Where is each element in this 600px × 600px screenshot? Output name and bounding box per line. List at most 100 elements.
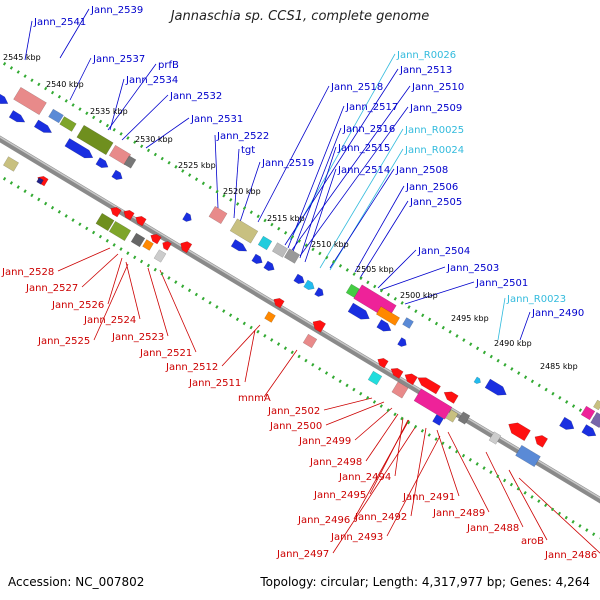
forward-gene-glyph (8, 110, 26, 123)
forward-leader-line (233, 148, 240, 219)
reverse-leader-line (93, 263, 129, 341)
reverse-gene-glyph (488, 431, 502, 445)
kbp-tick-label: 2490 kbp (494, 339, 532, 348)
reverse-gene-label: Jann_2499 (298, 436, 351, 447)
reverse-gene-glyph (534, 435, 549, 448)
forward-gene-glyph (64, 138, 94, 159)
forward-gene-label: Jann_2519 (261, 158, 314, 169)
reverse-gene-label: Jann_2512 (165, 362, 218, 373)
reverse-leader-line (394, 417, 404, 477)
forward-gene-glyph (48, 108, 64, 124)
forward-gene-label: Jann_2532 (169, 91, 222, 102)
forward-leader-line (107, 63, 157, 131)
forward-gene-glyph (314, 287, 324, 297)
forward-gene-glyph (0, 93, 9, 105)
forward-gene-glyph (484, 378, 507, 396)
reverse-leader-line (518, 477, 600, 554)
kbp-tick-label: 2535 kbp (90, 107, 128, 116)
reverse-gene-glyph (180, 241, 193, 254)
reverse-leader-line (159, 269, 197, 353)
forward-gene-glyph (559, 416, 575, 430)
forward-leader-line (377, 249, 417, 289)
reverse-leader-line (125, 261, 141, 320)
reverse-outer-rail (0, 174, 600, 540)
reverse-gene-glyph (153, 249, 167, 263)
forward-leader-line (304, 168, 337, 263)
forward-gene-glyph (303, 279, 315, 290)
forward-leader-line (214, 134, 219, 209)
forward-gene-label: Jann_2515 (337, 143, 390, 154)
reverse-gene-glyph (130, 232, 146, 248)
forward-gene-label: Jann_2506 (405, 182, 458, 193)
reverse-gene-glyph (457, 411, 471, 425)
reverse-gene-glyph (404, 373, 418, 386)
forward-gene-glyph (580, 405, 596, 421)
reverse-leader-line (57, 247, 111, 272)
kbp-tick-label: 2495 kbp (451, 314, 489, 323)
forward-gene-glyph (473, 376, 481, 384)
reverse-gene-label: Jann_2521 (139, 348, 192, 359)
forward-gene-glyph (376, 319, 392, 332)
reverse-leader-line (354, 407, 393, 441)
reverse-leader-line (81, 253, 119, 288)
reverse-gene-glyph (377, 358, 389, 369)
forward-gene-glyph (251, 253, 263, 264)
reverse-gene-label: Jann_2527 (25, 283, 78, 294)
reverse-gene-label: Jann_2493 (330, 532, 383, 543)
forward-gene-glyph (229, 218, 259, 244)
reverse-gene-glyph (367, 370, 383, 386)
forward-gene-label: Jann_2508 (395, 165, 448, 176)
kbp-tick-label: 2540 kbp (46, 80, 84, 89)
forward-gene-label: Jann_2518 (330, 82, 383, 93)
kbp-tick-label: 2520 kbp (223, 187, 261, 196)
reverse-gene-glyph (443, 391, 459, 404)
reverse-leader-line (436, 429, 460, 497)
forward-gene-glyph (208, 205, 228, 225)
kbp-tick-label: 2485 kbp (540, 362, 578, 371)
forward-gene-glyph (76, 124, 114, 156)
reverse-gene-glyph (123, 210, 135, 221)
forward-leader-line (379, 266, 446, 291)
forward-gene-label: Jann_2516 (342, 124, 395, 135)
forward-gene-label: Jann_2490 (531, 308, 584, 319)
forward-gene-glyph (590, 411, 600, 429)
forward-gene-label: Jann_R0023 (506, 294, 566, 305)
reverse-gene-glyph (515, 444, 541, 468)
reverse-gene-label: mnmA (238, 393, 271, 404)
forward-gene-label: prfB (158, 60, 179, 71)
forward-gene-glyph (33, 119, 53, 133)
reverse-gene-label: Jann_2486 (544, 550, 597, 561)
forward-gene-glyph (257, 235, 273, 251)
reverse-leader-line (369, 419, 409, 495)
reverse-leader-line (365, 413, 399, 462)
kbp-tick-label: 2525 kbp (178, 161, 216, 170)
reverse-gene-label: Jann_2502 (267, 406, 320, 417)
reverse-gene-glyph (417, 377, 441, 395)
forward-gene-glyph (283, 248, 301, 264)
reverse-leader-line (447, 431, 490, 513)
kbp-tick-label: 2530 kbp (135, 135, 173, 144)
forward-leader-line (109, 78, 125, 131)
forward-gene-glyph (581, 424, 597, 437)
forward-gene-glyph (13, 86, 47, 116)
reverse-gene-glyph (273, 298, 285, 309)
reverse-gene-glyph (162, 241, 172, 251)
reverse-gene-label: Jann_2511 (188, 378, 241, 389)
forward-gene-label: Jann_2534 (125, 75, 178, 86)
reverse-leader-line (386, 435, 441, 537)
reverse-gene-glyph (302, 333, 318, 349)
forward-gene-label: Jann_2505 (409, 197, 462, 208)
reverse-gene-glyph (413, 388, 453, 420)
reverse-gene-glyph (36, 177, 44, 185)
reverse-gene-label: Jann_2494 (338, 472, 391, 483)
reverse-gene-glyph (135, 216, 147, 227)
reverse-gene-glyph (432, 414, 444, 426)
kbp-tick-label: 2505 kbp (356, 265, 394, 274)
forward-gene-glyph (182, 212, 192, 222)
reverse-leader-line (221, 324, 261, 367)
reverse-gene-glyph (108, 220, 132, 242)
reverse-gene-glyph (391, 381, 409, 399)
forward-gene-label: Jann_2539 (90, 5, 143, 16)
genome-backbone-highlight (0, 136, 600, 499)
reverse-gene-glyph (264, 311, 276, 323)
